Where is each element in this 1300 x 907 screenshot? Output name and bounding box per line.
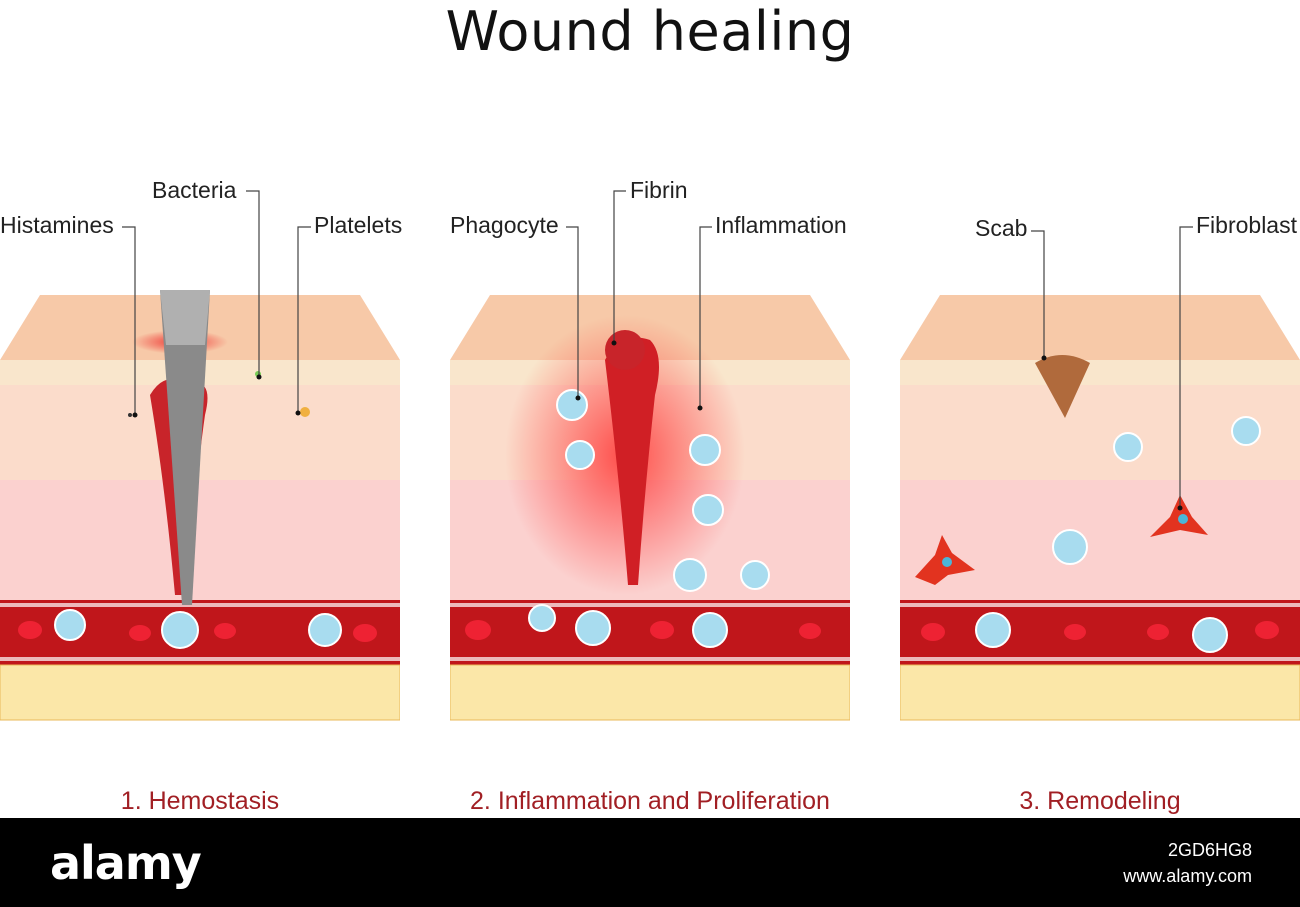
image-id: 2GD6HG8 [1167,840,1252,860]
hemostasis-panel [0,290,400,721]
site-url: www.alamy.com [1123,866,1252,886]
caption-remodeling: 3. Remodeling [1019,787,1181,815]
label-histamines: Histamines [0,212,114,238]
label-scab: Scab [975,215,1028,241]
label-inflammation: Inflammation [715,212,847,238]
caption-inflammation: 2. Inflammation and Proliferation [470,787,830,815]
label-bacteria: Bacteria [152,177,237,203]
label-platelets: Platelets [314,212,403,238]
inflammation-panel [450,295,850,721]
diagram-title: Wound healing [445,0,855,63]
brand-logo: alamy [50,836,202,890]
label-phagocyte: Phagocyte [450,212,559,238]
remodeling-panel [900,295,1300,721]
caption-hemostasis: 1. Hemostasis [120,787,280,815]
label-fibroblast: Fibroblast [1196,212,1297,238]
label-fibrin: Fibrin [630,177,688,203]
footer-bar: alamy 2GD6HG8 www.alamy.com [0,818,1300,907]
